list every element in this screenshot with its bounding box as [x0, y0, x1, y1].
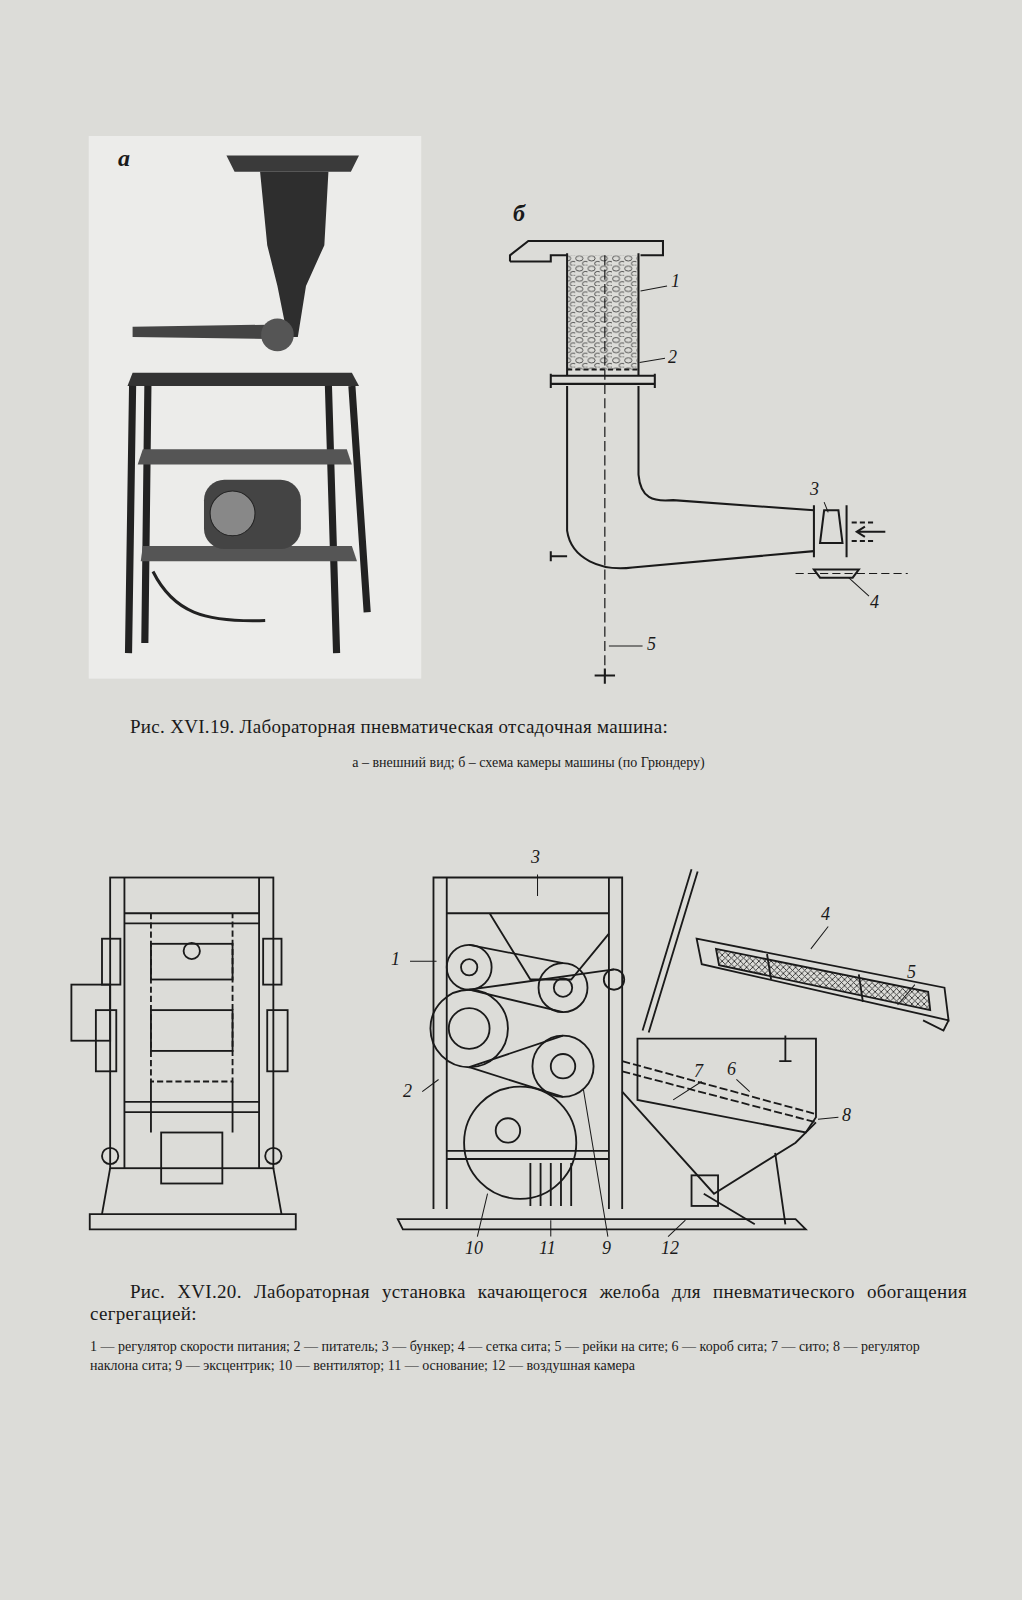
callout-number: 1 — [671, 271, 680, 292]
callout-number: 5 — [647, 634, 656, 655]
callout-number: 3 — [810, 479, 819, 500]
callout-number: 2 — [403, 1081, 412, 1102]
panel-letter: б — [513, 200, 525, 228]
callout-number: 5 — [907, 962, 916, 983]
callout-number: 6 — [727, 1059, 736, 1080]
photo — [89, 136, 422, 679]
callout-number: 12 — [661, 1238, 679, 1259]
parts-list: 1 — регулятор скорости питания; 2 — пита… — [90, 1338, 969, 1376]
figure-caption: Рис. XVI.19. Лабораторная пневматическая… — [90, 716, 967, 738]
callout-number: 7 — [694, 1061, 703, 1082]
callout-number: 11 — [539, 1238, 556, 1259]
callout-number: 1 — [391, 949, 400, 970]
callout-number: 2 — [668, 347, 677, 368]
callout-number: 8 — [842, 1105, 851, 1126]
figure-caption: Рис. XVI.20. Лабораторная установка кача… — [90, 1281, 967, 1325]
figure-subcaption: а – внешний вид; б – схема камеры машины… — [90, 755, 967, 771]
chamber-scheme — [510, 241, 908, 684]
callout-number: 10 — [465, 1238, 483, 1259]
callout-number: 4 — [870, 592, 879, 613]
callout-number: 3 — [531, 847, 540, 868]
callout-number: 9 — [602, 1238, 611, 1259]
front-view — [71, 878, 295, 1230]
callout-number: 4 — [821, 904, 830, 925]
side-view — [398, 869, 949, 1236]
panel-letter: а — [118, 145, 130, 173]
